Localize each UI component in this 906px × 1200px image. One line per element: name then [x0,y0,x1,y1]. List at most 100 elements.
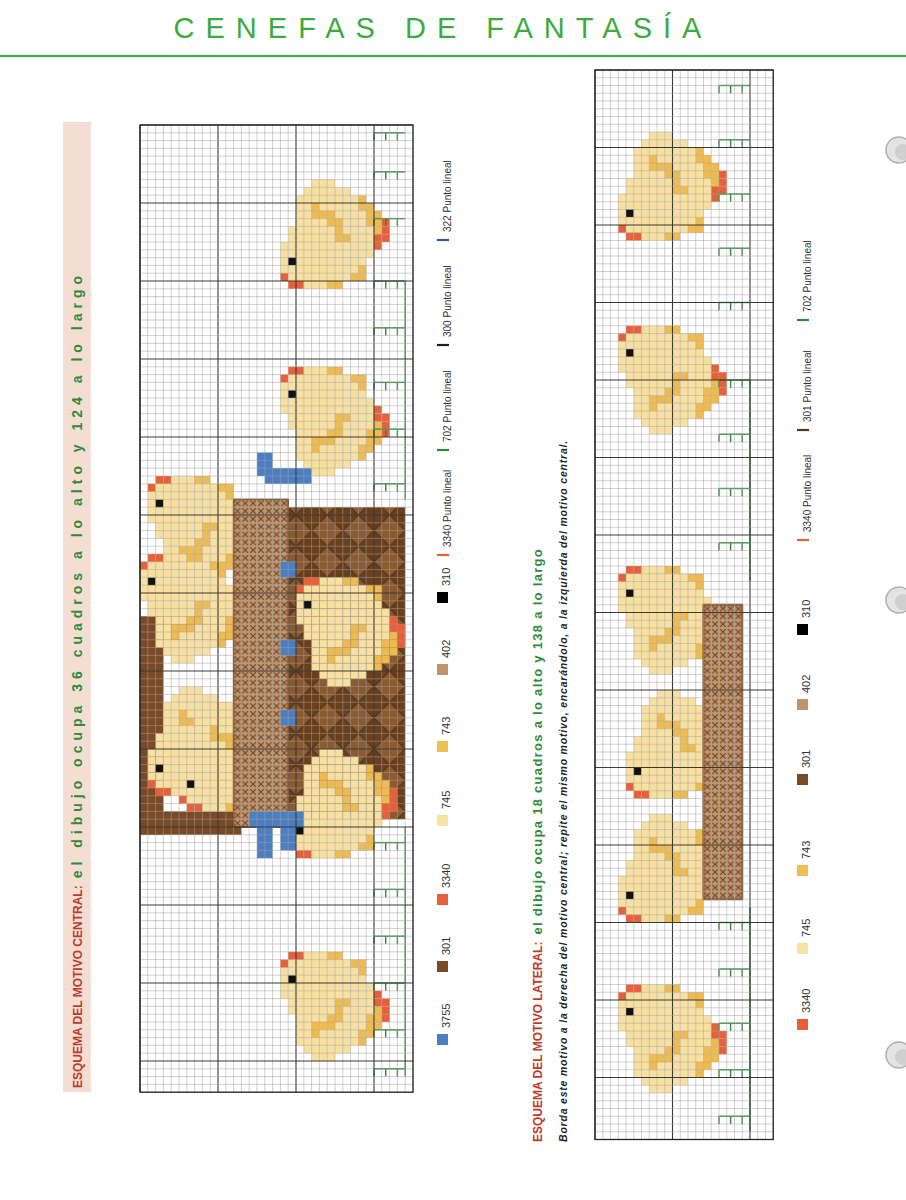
chick-stitch [288,960,296,968]
chick-stitch [195,577,203,585]
chick-stitch [343,648,351,656]
chick-stitch [187,554,195,562]
chick-stitch [327,967,335,975]
chick-stitch [218,765,226,773]
chick-stitch [382,219,390,227]
chick-stitch [187,538,195,546]
chick-stitch [226,726,234,734]
chick-stitch [202,741,210,749]
chick-stitch [642,760,650,768]
chick-stitch [163,609,171,617]
chick-stitch [626,194,634,202]
chick-stitch [642,349,650,357]
chick-stitch [696,179,704,187]
chick-stitch [704,365,712,373]
chick-stitch [657,194,665,202]
chick-stitch [665,148,673,156]
chick-stitch [296,843,304,851]
chick-stitch [187,515,195,523]
chick-stitch [195,749,203,757]
chick-stitch [680,861,688,869]
chick-stitch [288,234,296,242]
chick-stitch [688,582,696,590]
chick-stitch [335,780,343,788]
chick-stitch [665,225,673,233]
chick-stitch [673,210,681,218]
chick-stitch [319,390,327,398]
chick-stitch [688,334,696,342]
chick-stitch [665,326,673,334]
chick-stitch [280,242,288,250]
chick-stitch [335,749,343,757]
chick-stitch [179,570,187,578]
chick-stitch [280,250,288,258]
chick-stitch [296,827,304,835]
chick-stitch [187,554,195,562]
chick-stitch [327,609,335,617]
chick-stitch [343,819,351,827]
chick-stitch [634,752,642,760]
chick-stitch [210,780,218,788]
chick-stitch [657,791,665,799]
chick-stitch [218,609,226,617]
chick-stitch [163,570,171,578]
chick-stitch [634,210,642,218]
chick-stitch [680,620,688,628]
chick-stitch [210,757,218,765]
chick-stitch [673,868,681,876]
chick-stitch [657,155,665,163]
chick-stitch [680,791,688,799]
chick-stitch [195,788,203,796]
chick-stitch [626,341,634,349]
chick-stitch [688,225,696,233]
chick-stitch [358,819,366,827]
chick-stitch [171,632,179,640]
chick-stitch [688,179,696,187]
chick-stitch [680,628,688,636]
chick-stitch [156,531,164,539]
chick-stitch [366,414,374,422]
chick-stitch [296,414,304,422]
chick-stitch [673,636,681,644]
chick-stitch [634,613,642,621]
chick-stitch [382,616,390,624]
chick-stitch [202,733,210,741]
chick-stitch [696,768,704,776]
chick-stitch [358,1006,366,1014]
chick-stitch [327,671,335,679]
chick-stitch [335,421,343,429]
chick-stitch [673,566,681,574]
chick-stitch [351,765,359,773]
chick-stitch [680,768,688,776]
chick-stitch [665,659,673,667]
chick-stitch [187,616,195,624]
chick-stitch [304,796,312,804]
chick-stitch [202,562,210,570]
chick-stitch [343,796,351,804]
chick-stitch [319,429,327,437]
chick-stitch [296,242,304,250]
chick-stitch [187,601,195,609]
chick-stitch [642,636,650,644]
chick-stitch [642,837,650,845]
chick-stitch [680,171,688,179]
chick-stitch [634,341,642,349]
chick-stitch [312,1006,320,1014]
chick-stitch [226,531,234,539]
chick-stitch [358,632,366,640]
chick-stitch [642,721,650,729]
chick-stitch [210,765,218,773]
chick-stitch [343,843,351,851]
chick-stitch [319,468,327,476]
chick-stitch [696,706,704,714]
chick-stitch [673,357,681,365]
chick-stitch [335,250,343,258]
chick-stitch [202,538,210,546]
chick-stitch [202,702,210,710]
chick-stitch [187,577,195,585]
chick-stitch [218,733,226,741]
chick-stitch [226,624,234,632]
chick-stitch [319,624,327,632]
chick-stitch [226,765,234,773]
chick-stitch [657,667,665,675]
